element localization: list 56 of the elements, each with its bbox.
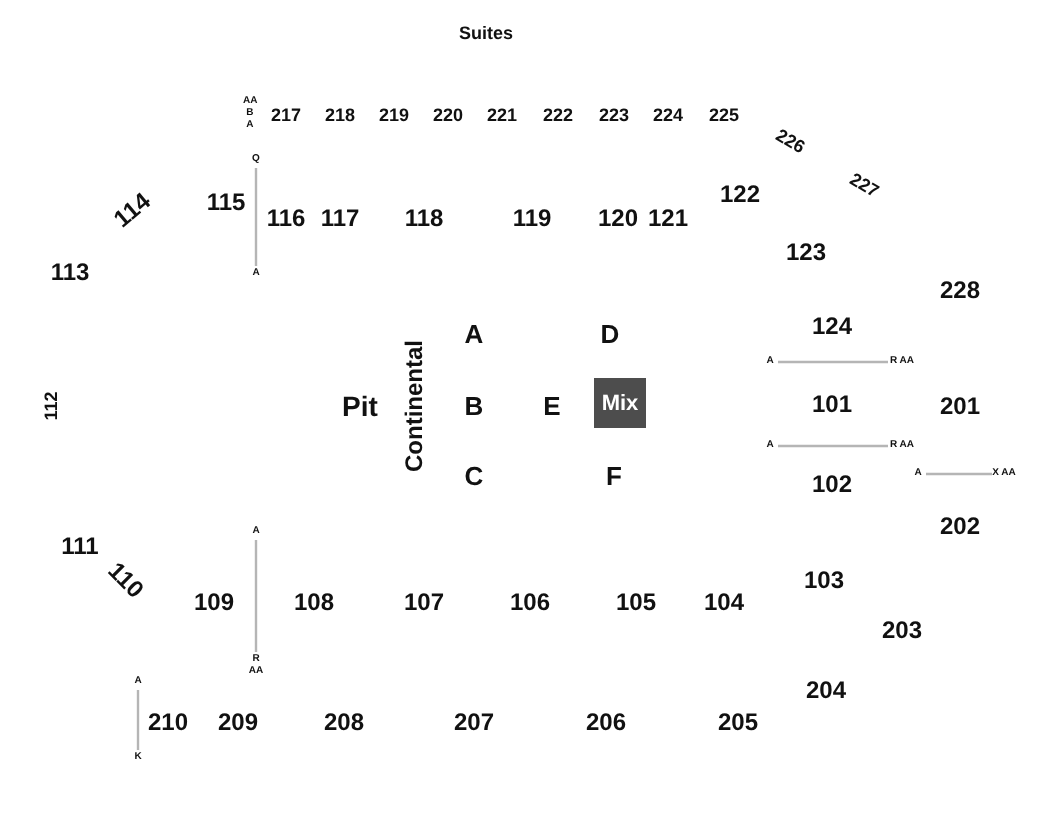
section-number: 208 bbox=[323, 710, 365, 734]
section-number: 119 bbox=[512, 206, 552, 230]
floor-section-label: F bbox=[606, 463, 622, 489]
section-number: 224 bbox=[652, 107, 684, 125]
section-number: 104 bbox=[703, 590, 745, 614]
section-number: 101 bbox=[811, 392, 853, 416]
section-number: 228 bbox=[939, 278, 981, 302]
section-number: 113 bbox=[50, 260, 90, 284]
section-number: 108 bbox=[293, 590, 335, 614]
section-number: 204 bbox=[805, 678, 847, 702]
section-number: 206 bbox=[585, 710, 627, 734]
floor-section-label: A bbox=[464, 321, 484, 347]
section-number: 118 bbox=[404, 206, 444, 230]
section-number: 210 bbox=[147, 710, 189, 734]
section-number: 106 bbox=[509, 590, 551, 614]
section-number: 220 bbox=[432, 107, 464, 125]
floor-section-label: B bbox=[464, 393, 484, 419]
section-number: 222 bbox=[542, 107, 574, 125]
section-number: 217 bbox=[270, 107, 302, 125]
area-label: Pit bbox=[342, 392, 378, 420]
mix-booth: Mix bbox=[594, 378, 646, 428]
section-number: 109 bbox=[193, 590, 235, 614]
section-number: 115 bbox=[206, 190, 246, 214]
section-number: 223 bbox=[598, 107, 630, 125]
section-number: 110 bbox=[103, 557, 149, 603]
section-number: 207 bbox=[453, 710, 495, 734]
section-number: 218 bbox=[324, 107, 356, 125]
section-number: 221 bbox=[486, 107, 518, 125]
area-label: Continental bbox=[402, 340, 426, 472]
section-number: 122 bbox=[719, 182, 761, 206]
floor-section-label: E bbox=[543, 393, 561, 419]
section-number: 114 bbox=[109, 188, 155, 232]
section-number: 117 bbox=[320, 206, 360, 230]
floor-section-label: C bbox=[464, 463, 484, 489]
section-number: 124 bbox=[811, 314, 853, 338]
section-number: 105 bbox=[615, 590, 657, 614]
section-number: 225 bbox=[708, 107, 740, 125]
section-number: 209 bbox=[217, 710, 259, 734]
section-number: 201 bbox=[939, 394, 981, 418]
section-number: 227 bbox=[846, 170, 882, 202]
section-number: 205 bbox=[717, 710, 759, 734]
section-number: 112 bbox=[43, 391, 61, 421]
floor-section-label: D bbox=[600, 321, 620, 347]
section-number: 116 bbox=[266, 206, 306, 230]
section-number: 123 bbox=[785, 240, 827, 264]
section-number: 202 bbox=[939, 514, 981, 538]
section-number: 120 bbox=[597, 206, 639, 230]
section-number: 111 bbox=[61, 534, 99, 558]
section-number: 226 bbox=[772, 126, 808, 158]
section-number: 102 bbox=[811, 472, 853, 496]
section-number: 103 bbox=[803, 568, 845, 592]
section-number: 219 bbox=[378, 107, 410, 125]
section-number: 203 bbox=[881, 618, 923, 642]
area-label: Suites bbox=[459, 25, 513, 43]
section-number: 121 bbox=[647, 206, 689, 230]
section-number: 107 bbox=[403, 590, 445, 614]
